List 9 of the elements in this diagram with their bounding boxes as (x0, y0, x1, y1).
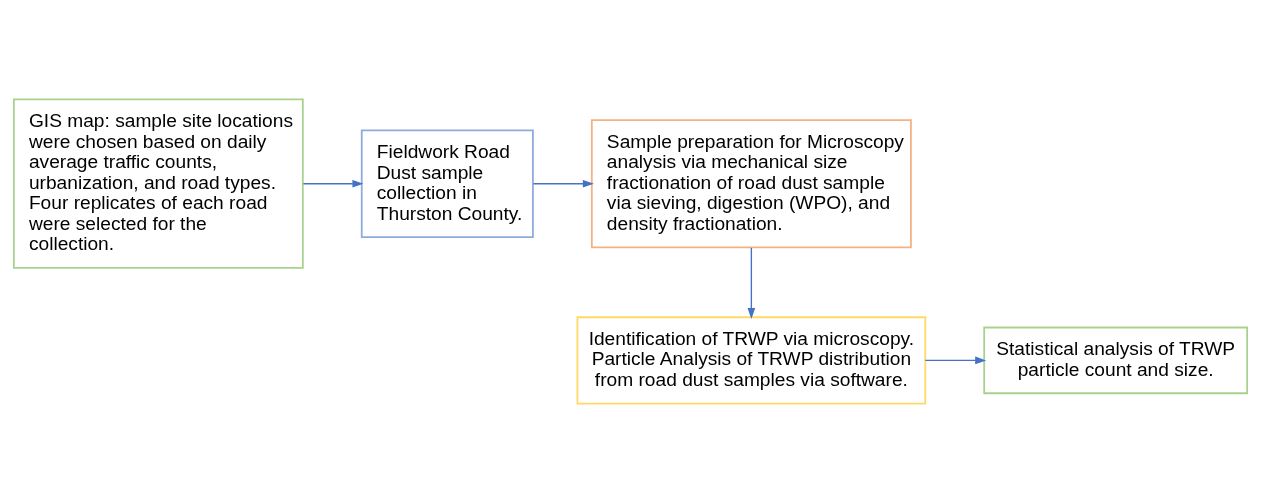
arrow (924, 356, 987, 364)
node-box: Identification of TRWP via microscopy. Particle Analysis of TRWP distribution from road dust samples via software. (576, 315, 927, 404)
node-box: Fieldwork Road Dust sample collection in Thurston County. (360, 128, 534, 238)
node-box: GIS map: sample site locations were chosen based on daily average traffic counts, urbanization, and road types. Four replicates of each road were selected for the collection. (12, 98, 304, 269)
arrow (747, 246, 756, 319)
node-box: Sample preparation for Microscopy analysis via mechanical size fractionation of road dust sample via sieving, digestion (WPO), and density fractionation. (590, 118, 912, 248)
arrow (302, 179, 364, 188)
node-box: Statistical analysis of TRWP particle count and size. (983, 326, 1249, 394)
arrow (532, 179, 594, 188)
